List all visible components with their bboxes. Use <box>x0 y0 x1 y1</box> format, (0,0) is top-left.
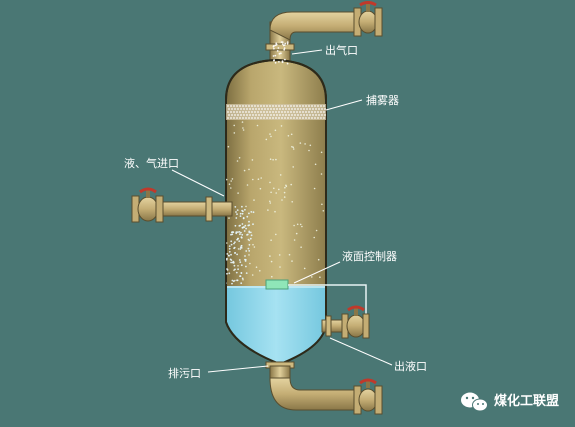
drain-leader <box>207 365 269 373</box>
liquid-outlet-pipe <box>321 315 347 337</box>
label-drain-outlet: 排污口 <box>168 366 201 380</box>
label-level-controller: 液面控制器 <box>342 249 397 263</box>
gas-plume <box>272 41 289 65</box>
label-gas-outlet: 出气口 <box>325 43 358 57</box>
watermark: 煤化工联盟 <box>461 392 559 412</box>
inlet-pipe <box>159 196 233 222</box>
demister-mesh <box>226 104 326 120</box>
droplet-spray <box>226 121 325 285</box>
demister-leader <box>325 99 363 111</box>
inlet-valve <box>131 187 164 223</box>
watermark-text: 煤化工联盟 <box>494 393 559 409</box>
drain-valve <box>353 378 383 415</box>
label-liquid-outlet: 出液口 <box>394 359 427 373</box>
drain-pipe <box>265 361 359 411</box>
liquid-outlet-leader <box>329 337 393 366</box>
level-controller-leader <box>293 261 341 284</box>
liquid-outlet-valve <box>341 305 370 339</box>
gas-outlet-pipe <box>265 11 359 65</box>
gas-outlet-valve <box>353 1 383 37</box>
label-demister: 捕雾器 <box>366 93 399 107</box>
gas-outlet-leader <box>291 49 323 55</box>
wechat-icon <box>461 392 488 412</box>
inlet-leader <box>171 169 225 197</box>
level-controller <box>265 279 367 316</box>
label-liquid-gas-inlet: 液、气进口 <box>124 156 179 170</box>
